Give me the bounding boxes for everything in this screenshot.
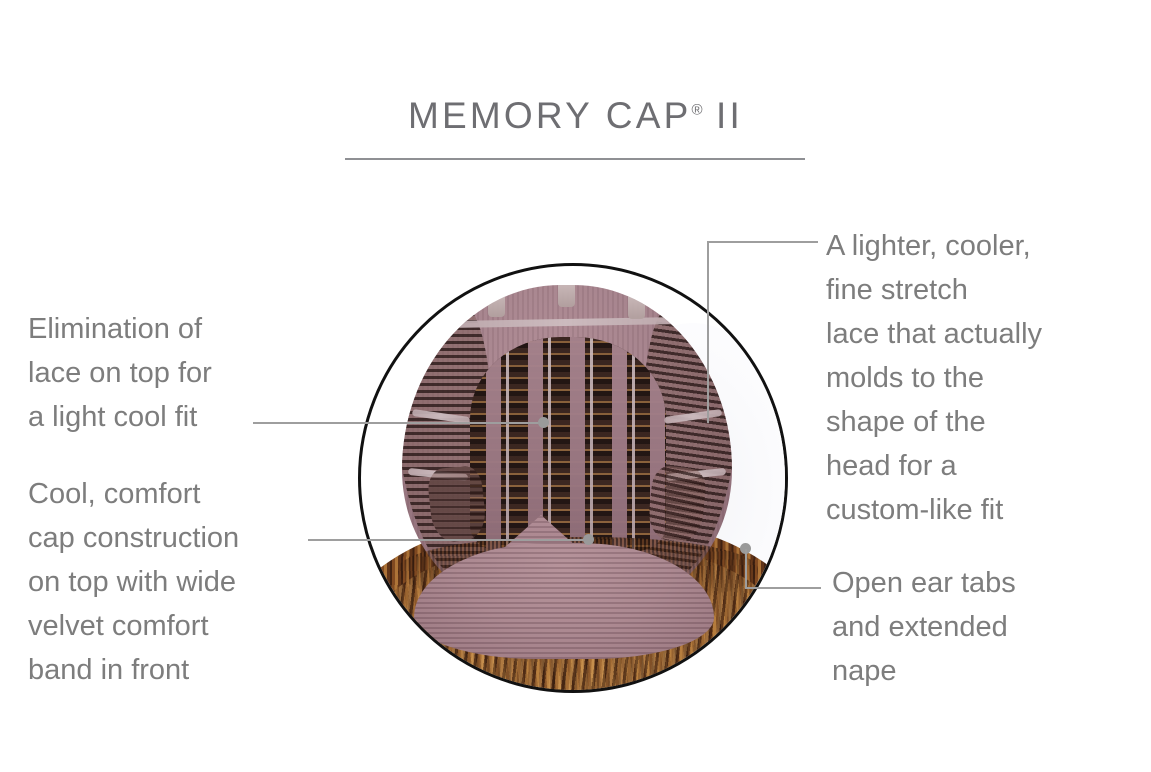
leader-line-cool-comfort-cap: [308, 539, 590, 541]
wig-cap-image: [358, 263, 788, 693]
leader-line-elimination-of-lace: [253, 422, 545, 424]
velvet-comfort-band: [414, 543, 714, 659]
stretch-strip: [528, 337, 543, 552]
crown-tab: [558, 285, 575, 307]
leader-dot-elimination-of-lace: [538, 417, 549, 428]
title-divider: [345, 158, 805, 160]
page-title: MEMORY CAP® II: [0, 95, 1151, 137]
leader-line-fine-stretch-lace-horizontal: [708, 241, 818, 243]
crown-tab: [488, 291, 505, 317]
stitch-line: [632, 337, 635, 552]
leader-dot-cool-comfort-cap: [583, 534, 594, 545]
wig-cap-photo: [361, 266, 785, 690]
leader-line-open-ear-tabs-horizontal: [745, 587, 821, 589]
stretch-strip: [570, 337, 585, 552]
crown-seam: [445, 316, 687, 329]
page-title-version: II: [716, 95, 744, 136]
registered-trademark-icon: ®: [691, 101, 703, 119]
stitch-line: [506, 337, 509, 552]
leader-line-open-ear-tabs-vertical: [745, 549, 747, 589]
leader-line-fine-stretch-lace-vertical: [707, 241, 709, 423]
stretch-strip: [612, 337, 627, 552]
callout-fine-stretch-lace: A lighter, cooler, fine stretch lace tha…: [826, 230, 1043, 526]
callout-open-ear-tabs: Open ear tabs and extended nape: [832, 567, 1016, 687]
stretch-strip: [486, 337, 501, 552]
leader-dot-open-ear-tabs: [740, 543, 751, 554]
stitch-line: [548, 337, 551, 552]
callout-elimination-of-lace: Elimination of lace on top for a light c…: [28, 313, 212, 433]
open-weft-panel: [470, 337, 666, 552]
stitch-line: [590, 337, 593, 552]
crown-tab: [628, 293, 645, 319]
page-title-text: MEMORY CAP: [407, 95, 692, 136]
callout-cool-comfort-cap: Cool, comfort cap construction on top wi…: [28, 478, 240, 686]
